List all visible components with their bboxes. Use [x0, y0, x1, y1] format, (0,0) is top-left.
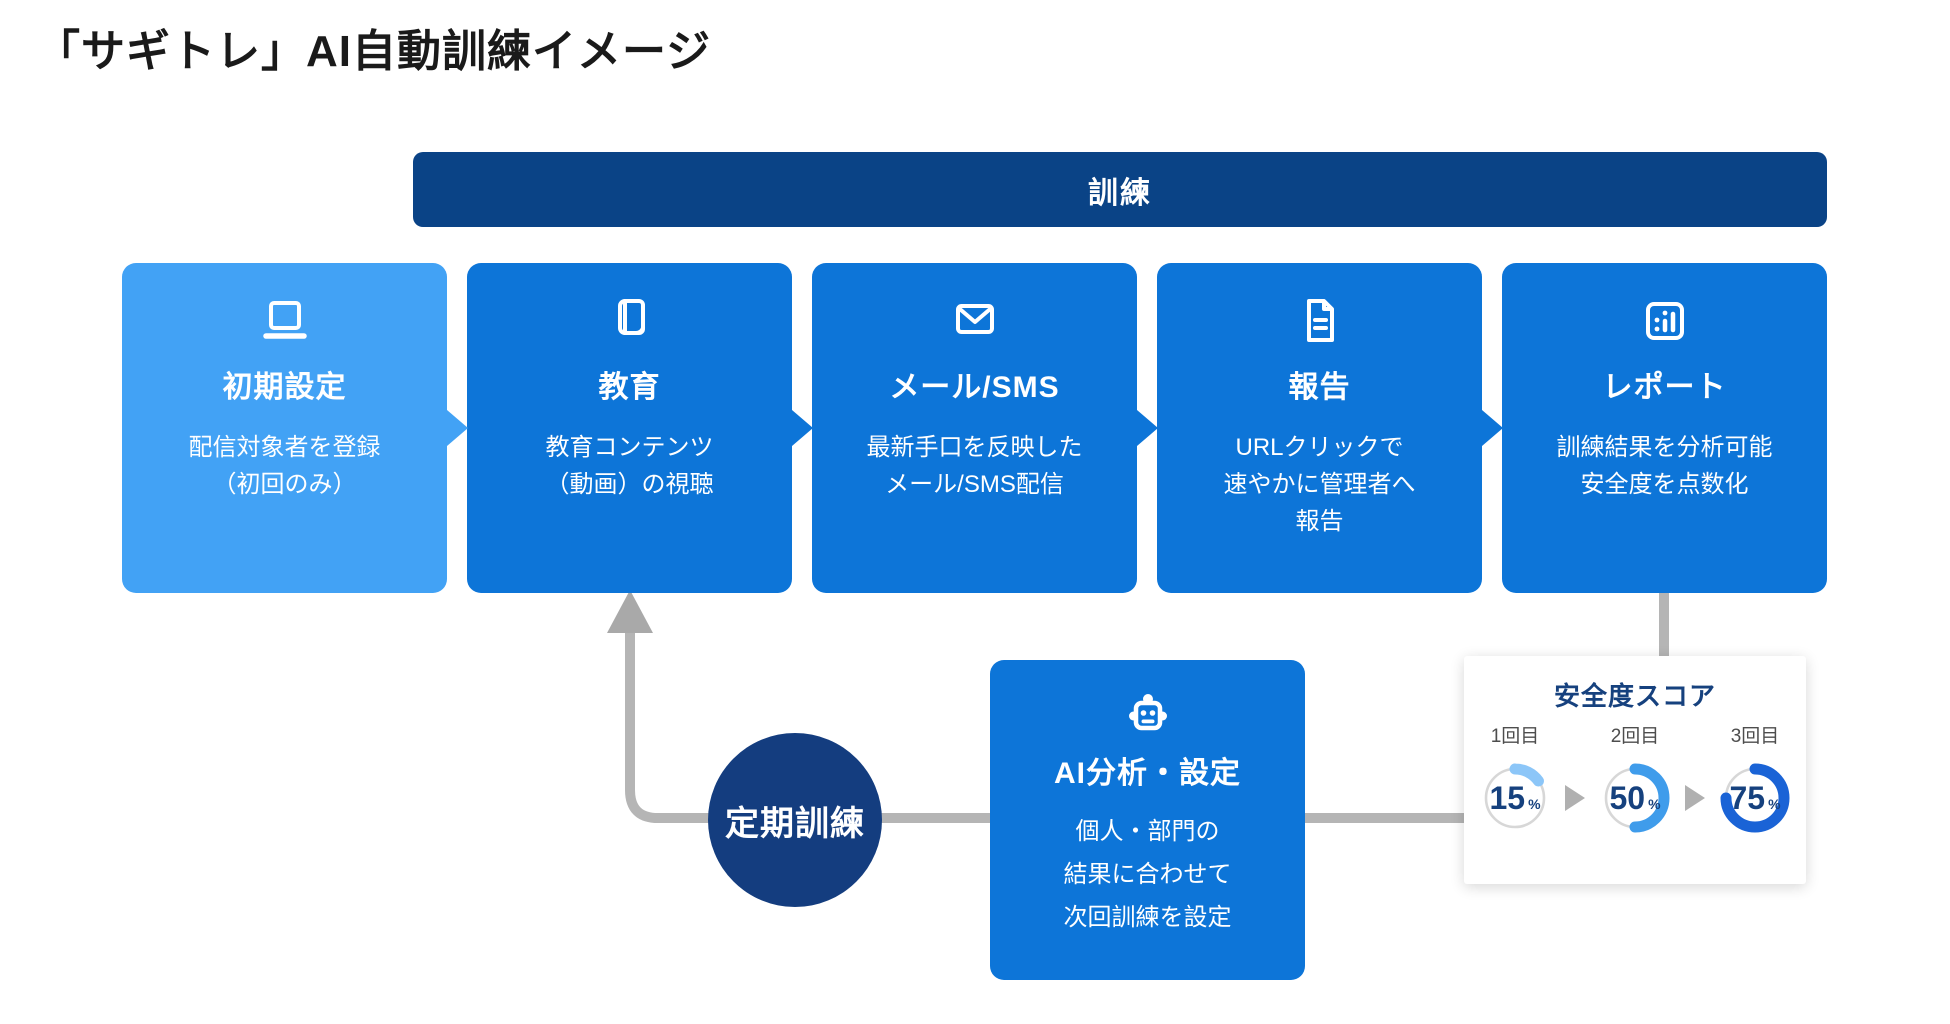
- run-label: 3回目: [1730, 726, 1780, 747]
- run-score-value: 75 %: [1729, 779, 1781, 816]
- step-title: レポート: [1602, 371, 1727, 404]
- run-score-value: 50 %: [1609, 779, 1661, 816]
- mail-icon: [955, 304, 994, 334]
- training-phase-bar: 訓練: [413, 152, 1827, 227]
- step-arrow-icon: [1137, 410, 1158, 446]
- step-arrow-icon: [447, 410, 468, 446]
- step-description-line: （初回のみ）: [212, 471, 357, 498]
- step-title: メール/SMS: [889, 371, 1060, 404]
- score-run-2: 2回目 50 %: [1587, 727, 1683, 844]
- step-description-line: 最新手口を反映した: [866, 434, 1083, 461]
- ai-box-line: 次回訓練を設定: [1063, 904, 1232, 931]
- run-label: 1回目: [1490, 726, 1540, 747]
- step-description-line: （動画）の視聴: [545, 471, 714, 498]
- page-title: 「サギトレ」AI自動訓練イメージ: [36, 27, 712, 76]
- step-box-initial-setup: 初期設定 配信対象者を登録 （初回のみ）: [122, 263, 447, 593]
- donut-chart-run-2: 50 %: [1589, 752, 1681, 844]
- run-label: 2回目: [1610, 726, 1660, 747]
- next-run-arrow-icon: [1685, 785, 1705, 811]
- step-description-line: 安全度を点数化: [1580, 471, 1749, 498]
- ai-analysis-box: AI分析・設定 個人・部門の 結果に合わせて 次回訓練を設定: [990, 660, 1305, 980]
- next-run-arrow-icon: [1565, 785, 1585, 811]
- step-description-line: 訓練結果を分析可能: [1556, 434, 1773, 461]
- step-arrow-icon: [792, 410, 813, 446]
- step-description-line: メール/SMS配信: [885, 471, 1064, 498]
- step-box-analytics-report: レポート 訓練結果を分析可能 安全度を点数化: [1502, 263, 1827, 593]
- bar-chart-icon: [1645, 302, 1684, 340]
- ai-box-line: 個人・部門の: [1075, 818, 1220, 845]
- book-icon: [617, 299, 645, 335]
- feedback-loop-arrowhead: [607, 590, 653, 633]
- periodic-training-label: 定期訓練: [725, 804, 865, 843]
- step-arrow-icon: [1482, 410, 1503, 446]
- step-box-report-click: 報告 URLクリックで 速やかに管理者へ 報告: [1157, 263, 1482, 593]
- feedback-loop-line: [625, 630, 1464, 823]
- donut-chart-run-1: 15 %: [1469, 752, 1561, 844]
- score-card-title: 安全度スコア: [1553, 681, 1716, 711]
- laptop-icon: [262, 301, 307, 339]
- ai-box-line: 結果に合わせて: [1063, 861, 1232, 888]
- robot-icon: [1128, 694, 1167, 731]
- step-description-line: 報告: [1295, 508, 1344, 535]
- ai-box-title: AI分析・設定: [1054, 757, 1241, 790]
- step-description-line: URLクリックで: [1235, 434, 1404, 461]
- periodic-training-circle: 定期訓練: [708, 733, 882, 907]
- score-run-1: 1回目 15 %: [1467, 727, 1563, 844]
- training-phase-label: 訓練: [1088, 176, 1152, 210]
- step-title: 報告: [1288, 371, 1351, 404]
- step-description-line: 配信対象者を登録: [188, 434, 381, 461]
- step-box-mail-sms: メール/SMS 最新手口を反映した メール/SMS配信: [812, 263, 1137, 593]
- step-box-education: 教育 教育コンテンツ （動画）の視聴: [467, 263, 792, 593]
- step-title: 教育: [598, 371, 661, 404]
- score-run-3: 3回目 75 %: [1707, 727, 1803, 844]
- safety-score-card: 安全度スコア 1回目 15 % 2回目: [1464, 656, 1806, 884]
- donut-chart-run-3: 75 %: [1709, 752, 1801, 844]
- run-score-value: 15 %: [1489, 779, 1541, 816]
- document-icon: [1306, 299, 1334, 342]
- step-description-line: 速やかに管理者へ: [1223, 471, 1416, 498]
- step-title: 初期設定: [222, 371, 347, 404]
- step-description-line: 教育コンテンツ: [545, 434, 714, 461]
- score-donut-row: 1回目 15 % 2回目: [1467, 727, 1803, 844]
